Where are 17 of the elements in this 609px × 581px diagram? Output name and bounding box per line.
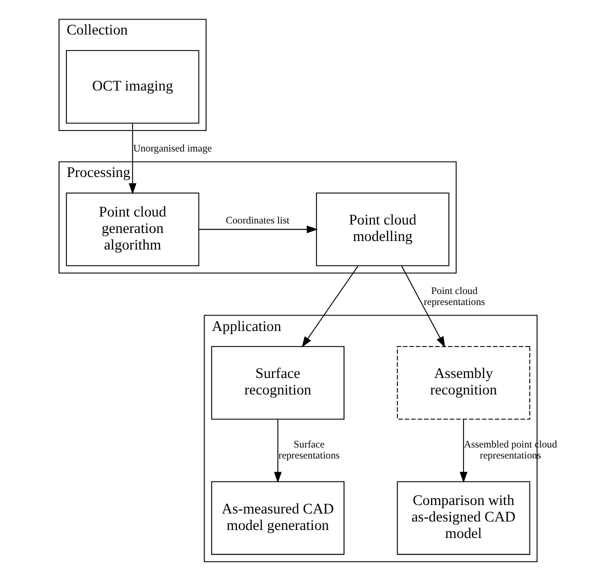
arrow — [460, 419, 468, 483]
edge-label: Surface representations — [278, 440, 340, 462]
arrow — [274, 419, 282, 483]
arrow — [401, 265, 446, 348]
node-box: As-measured CAD model generation — [211, 481, 344, 555]
arrow — [302, 265, 359, 348]
arrow — [198, 226, 318, 234]
edge-label: Coordinates list — [226, 216, 290, 227]
arrow — [128, 122, 136, 194]
node-box: OCT imaging — [66, 50, 200, 124]
node-box: Point cloud generation algorithm — [66, 192, 200, 266]
node-box: Point cloud modelling — [316, 192, 450, 266]
node-box: Surface recognition — [211, 346, 344, 420]
node-box: Comparison with as-designed CAD model — [396, 481, 530, 555]
node-box: Assembly recognition — [396, 346, 530, 420]
edge-label: Unorganised image — [133, 143, 212, 154]
edge-label: Point cloud representations — [424, 286, 485, 308]
